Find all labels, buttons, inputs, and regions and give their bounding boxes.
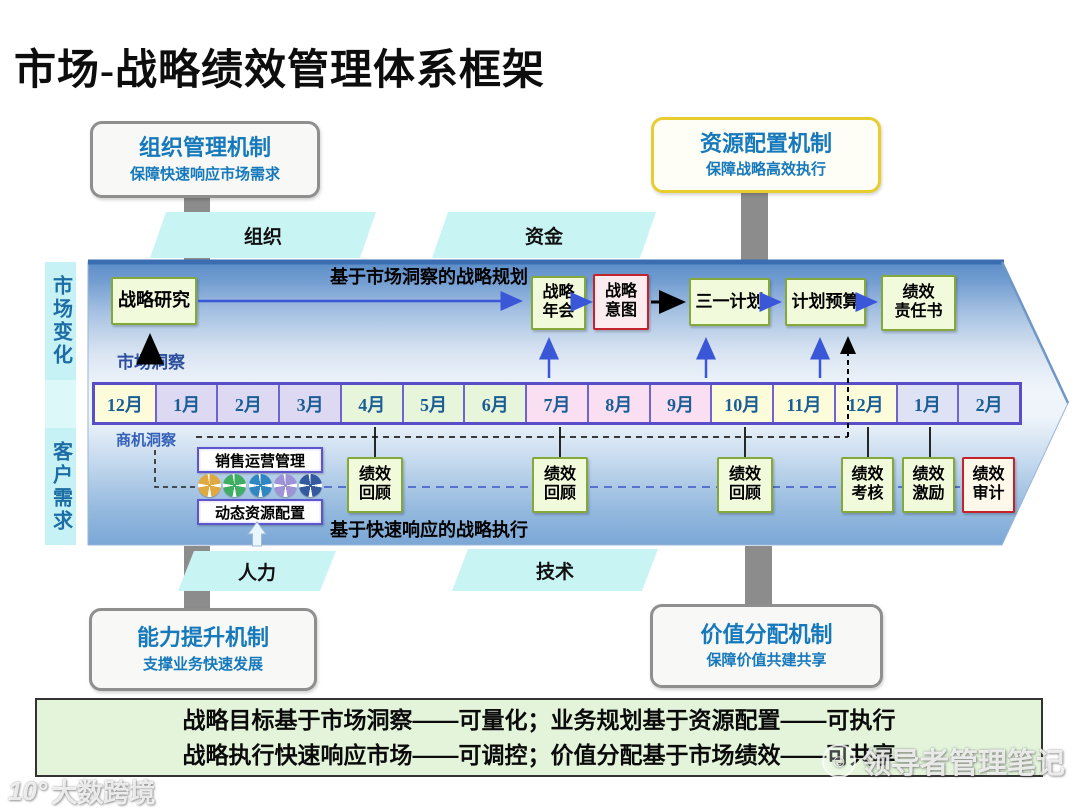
flow-box-performance-review-3: 绩效 回顾 (717, 457, 773, 513)
month-cell: 7月 (527, 385, 589, 422)
mechanism-title: 资源配置机制 (699, 130, 832, 156)
flow-box-strategy-research: 战略研究 (111, 277, 197, 325)
month-cell: 6月 (465, 385, 528, 422)
resource-parallelogram-people: 人力 (178, 551, 336, 591)
month-cell: 9月 (650, 385, 713, 422)
globe-icon (299, 474, 322, 497)
flow-box-performance-appraisal: 绩效 考核 (841, 457, 894, 513)
flow-box-performance-audit: 绩效 审计 (962, 457, 1015, 513)
summary-line-2: 战略执行快速响应市场——可调控；价值分配基于市场绩效——可共享 (182, 741, 896, 768)
globe-icon (198, 474, 221, 497)
resource-parallelogram-organization: 组织 (150, 212, 376, 258)
side-label-customer-demand: 客户需求 (45, 428, 76, 545)
month-cell: 10月 (712, 385, 775, 422)
month-cell: 11月 (774, 385, 836, 422)
mechanism-subtitle: 支撑业务快速发展 (142, 655, 263, 673)
month-cell: 1月 (156, 385, 219, 422)
page-title: 市场-战略绩效管理体系框架 (14, 48, 545, 94)
mechanism-box-value: 价值分配机制 保障价值共建共享 (650, 604, 883, 688)
month-cell: 1月 (897, 385, 960, 422)
flow-box-performance-review-2: 绩效 回顾 (532, 457, 588, 513)
resource-parallelogram-capital: 资金 (432, 212, 656, 258)
connector-bar-bottom-right (745, 546, 772, 606)
ops-box-sales-operation: 销售运营管理 (197, 447, 323, 473)
month-cell: 3月 (280, 385, 342, 422)
flow-box-311-plan: 三一计划 (689, 278, 770, 326)
watermark-leader-notes: ☺ 领导者管理笔记 (822, 740, 1065, 782)
mechanism-box-organization: 组织管理机制 保障快速响应市场需求 (90, 121, 320, 198)
ops-box-dynamic-resource: 动态资源配置 (197, 499, 323, 525)
month-cell: 2月 (218, 385, 281, 422)
smiley-icon: ☺ (822, 744, 856, 778)
side-label-text: 客户需求 (49, 440, 72, 533)
month-cell: 12月 (835, 385, 898, 422)
planning-caption: 基于市场洞察的战略规划 (330, 267, 528, 287)
globe-icon (223, 474, 247, 497)
mechanism-box-capability: 能力提升机制 支撑业务快速发展 (89, 608, 317, 691)
resource-parallelogram-technology: 技术 (452, 549, 658, 591)
month-cell: 5月 (403, 385, 466, 422)
opportunity-insight-label: 商机洞察 (116, 433, 177, 449)
watermark-text: 领导者管理笔记 (862, 748, 1066, 780)
connector-bar-top-right (741, 190, 768, 261)
mechanism-box-resource: 资源配置机制 保障战略高效执行 (651, 117, 881, 193)
mechanism-title: 能力提升机制 (136, 625, 269, 651)
month-cell: 8月 (588, 385, 651, 422)
side-label-text: 市场变化 (49, 275, 72, 367)
side-label-market-change: 市场变化 (45, 262, 76, 380)
watermark-text: 大数跨境 (51, 778, 156, 808)
resource-icon-row (198, 473, 322, 498)
watermark-dashu: 10° 大数跨境 (8, 773, 155, 810)
flow-box-strategic-intent: 战略 意图 (593, 274, 649, 330)
globe-icon (273, 474, 297, 497)
side-spacer (45, 380, 76, 428)
mechanism-subtitle: 保障战略高效执行 (705, 161, 826, 179)
flow-box-performance-review-1: 绩效 回顾 (347, 457, 403, 513)
summary-line-1: 战略目标基于市场洞察——可量化；业务规划基于资源配置——可执行 (182, 706, 896, 733)
summary-banner: 战略目标基于市场洞察——可量化；业务规划基于资源配置——可执行 战略执行快速响应… (35, 698, 1043, 777)
month-cell: 4月 (341, 385, 404, 422)
watermark-logo-mark: 10° (8, 776, 48, 806)
execution-caption: 基于快速响应的战略执行 (330, 520, 528, 540)
globe-icon (248, 474, 272, 497)
mechanism-subtitle: 保障价值共建共享 (706, 652, 827, 670)
flow-box-performance-responsibility: 绩效 责任书 (881, 275, 956, 331)
month-cell: 2月 (959, 385, 1020, 422)
month-cell: 12月 (95, 385, 157, 422)
mechanism-title: 组织管理机制 (138, 135, 271, 161)
mechanism-subtitle: 保障快速响应市场需求 (129, 165, 280, 183)
mechanism-title: 价值分配机制 (700, 621, 833, 647)
flow-box-plan-budget: 计划预算 (785, 278, 866, 326)
flow-box-performance-incentive: 绩效 激励 (902, 457, 955, 513)
